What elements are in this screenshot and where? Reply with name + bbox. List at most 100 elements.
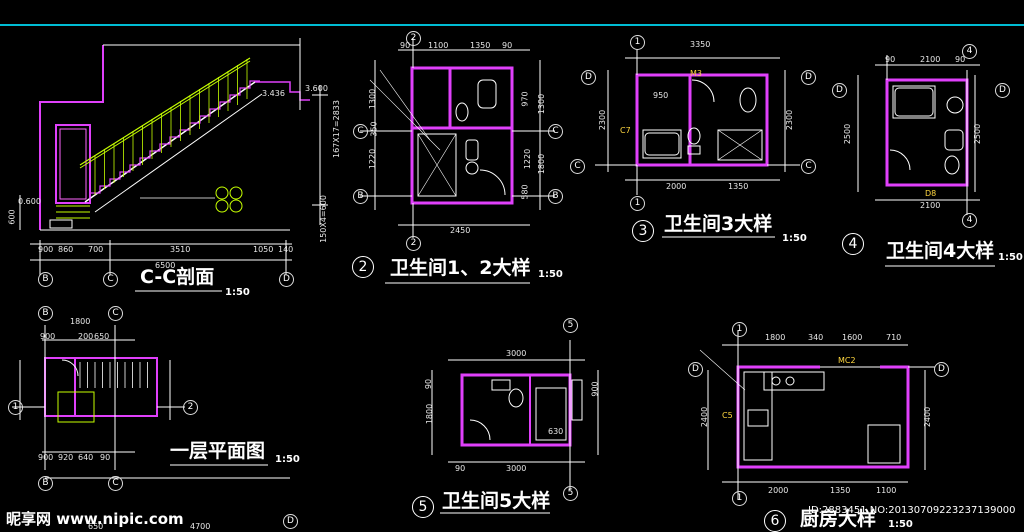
dim-text: 0.600 <box>18 197 41 206</box>
grid-bubble-d-kitchen-left: D <box>688 362 703 377</box>
dim-text: 1100 <box>428 41 449 50</box>
bathroom-3-linework <box>595 50 800 195</box>
dim-text: 1050 <box>253 245 274 254</box>
bathroom-4-scale: 1:50 <box>998 252 1023 263</box>
dim-text: 3000 <box>506 464 527 473</box>
grid-bubble-c-right-3: C <box>801 159 816 174</box>
dim-text: 2100 <box>920 201 941 210</box>
grid-bubble-b-left: B <box>353 189 368 204</box>
dim-text: 6500 <box>155 261 176 270</box>
dim-text: 140 <box>278 245 294 254</box>
bathroom-12-scale: 1:50 <box>538 269 563 280</box>
dim-text: 2300 <box>785 109 795 131</box>
dim-text: 640 <box>78 453 94 462</box>
section-cc-linework <box>19 38 328 275</box>
dim-text: 4700 <box>190 522 211 531</box>
grid-bubble-c-left: C <box>353 124 368 139</box>
dim-text: 2500 <box>843 123 853 145</box>
dim-text: 90 <box>400 41 411 50</box>
dim-text: D8 <box>925 189 937 198</box>
dim-text: 90 <box>955 55 966 64</box>
dim-text: 2100 <box>920 55 941 64</box>
first-floor-title: 一层平面图 <box>170 440 266 462</box>
dim-text: 970 <box>520 91 530 107</box>
dim-text: 710 <box>886 333 902 342</box>
dim-text: 1350 <box>470 41 491 50</box>
bathroom-12-title: 卫生间1、2大样 <box>390 257 531 279</box>
grid-bubble-1-plan: 1 <box>8 400 23 415</box>
grid-bubble-2-bottom: 2 <box>406 236 421 251</box>
dim-text: 2500 <box>973 123 983 145</box>
dim-text: 900 <box>38 245 54 254</box>
grid-bubble-c-right: C <box>548 124 563 139</box>
dim-text: 350 <box>369 121 379 137</box>
dim-text: 580 <box>520 184 530 200</box>
dim-text: 2450 <box>450 226 471 235</box>
dim-text: 2400 <box>700 406 710 428</box>
dim-text: 1350 <box>830 486 851 495</box>
dim-text: 700 <box>88 245 104 254</box>
dim-text: 1800 <box>765 333 786 342</box>
dim-text: 1220 <box>523 148 533 170</box>
dim-text: MC2 <box>838 356 856 365</box>
grid-bubble-d-plan-bottom: D <box>283 514 298 529</box>
kitchen-linework <box>699 330 935 500</box>
grid-bubble-b-plan-bottom: B <box>38 476 53 491</box>
grid-bubble-1-bottom: 1 <box>630 196 645 211</box>
dim-text: 340 <box>808 333 824 342</box>
dim-text: 1800 <box>425 403 435 425</box>
bathroom-12-linework <box>360 38 555 238</box>
dim-text: 3.436 <box>262 89 285 98</box>
grid-bubble-4-top: 4 <box>962 44 977 59</box>
grid-bubble-b-right: B <box>548 189 563 204</box>
dim-text: 2400 <box>923 406 933 428</box>
grid-bubble-2-top: 2 <box>406 31 421 46</box>
dim-text: C5 <box>722 411 733 420</box>
grid-bubble-d: D <box>279 272 294 287</box>
dim-text: 860 <box>58 245 74 254</box>
dim-text: 3.600 <box>305 84 328 93</box>
watermark-id: ID:2883451 NO:20130709223237139000 <box>808 505 1016 516</box>
grid-bubble-d-left: D <box>581 70 596 85</box>
grid-bubble-4-bottom: 4 <box>962 213 977 228</box>
grid-bubble-c-plan-bottom: C <box>108 476 123 491</box>
bathroom-4-linework <box>857 55 980 215</box>
dim-text: 1600 <box>842 333 863 342</box>
grid-bubble-d-kitchen-right: D <box>934 362 949 377</box>
dim-text: 3000 <box>506 349 527 358</box>
detail-number-3: 3 <box>632 220 654 242</box>
dim-text: 2000 <box>666 182 687 191</box>
dim-text: 900 <box>590 381 600 397</box>
grid-bubble-1-kitchen-bottom: 1 <box>732 491 747 506</box>
dim-text: 90 <box>502 41 513 50</box>
dim-text: 200 <box>78 332 94 341</box>
dim-text: 900 <box>38 453 54 462</box>
dim-text: 1800 <box>70 317 91 326</box>
detail-number-6: 6 <box>764 510 786 532</box>
grid-bubble-c: C <box>103 272 118 287</box>
detail-number-5: 5 <box>412 496 434 518</box>
dim-text: 167X17=2833 <box>332 100 341 158</box>
dim-text: 1300 <box>537 93 547 115</box>
dim-text: 90 <box>424 378 434 390</box>
dim-text: 2300 <box>598 109 608 131</box>
first-floor-scale: 1:50 <box>275 454 300 465</box>
grid-bubble-b-plan: B <box>38 306 53 321</box>
grid-bubble-5-bottom: 5 <box>563 486 578 501</box>
dim-text: 90 <box>885 55 896 64</box>
section-cc-title: C-C剖面 <box>140 266 215 288</box>
bathroom-3-scale: 1:50 <box>782 233 807 244</box>
dim-text: 1100 <box>876 486 897 495</box>
grid-bubble-2-plan: 2 <box>183 400 198 415</box>
dim-text: 650 <box>94 332 110 341</box>
grid-bubble-5-top: 5 <box>563 318 578 333</box>
bathroom-3-title: 卫生间3大样 <box>664 213 773 235</box>
bathroom-5-linework <box>431 340 599 490</box>
section-cc-scale: 1:50 <box>225 287 250 298</box>
dim-text: 650 <box>88 522 104 531</box>
dim-text: 1800 <box>537 153 547 175</box>
dim-text: 3350 <box>690 40 711 49</box>
dim-text: 600 <box>7 209 17 225</box>
